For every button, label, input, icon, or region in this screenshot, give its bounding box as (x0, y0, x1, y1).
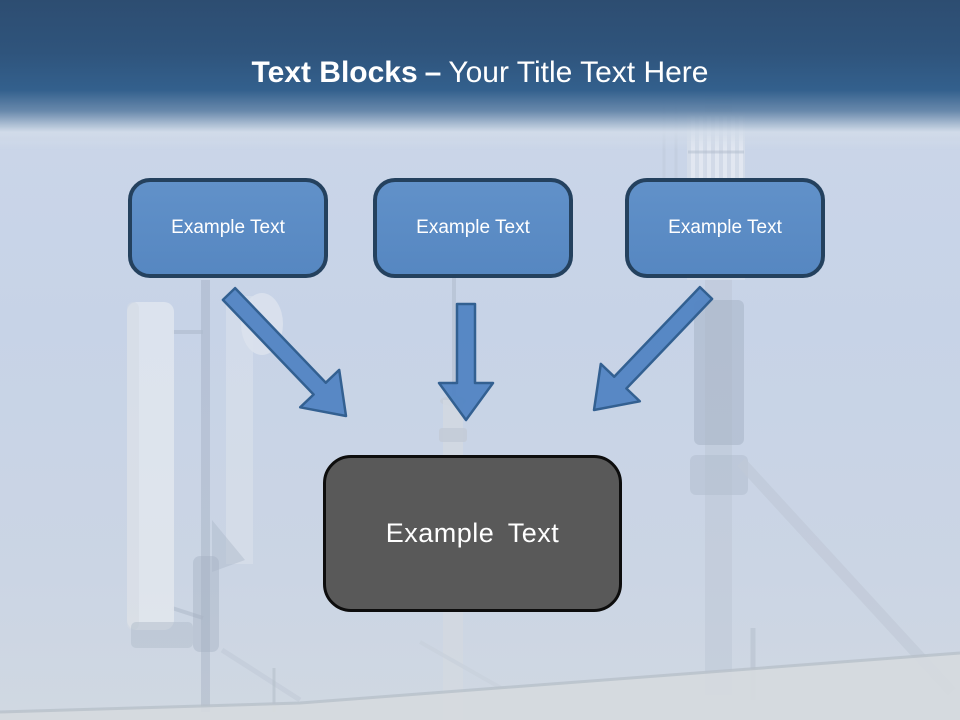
text-block-2: Example Text (373, 178, 573, 278)
text-block-3: Example Text (625, 178, 825, 278)
text-block-1-label: Example Text (171, 217, 285, 238)
summary-block-label: Example Text (385, 518, 560, 548)
text-block-2-label: Example Text (416, 217, 530, 238)
title-band: Text Blocks–Your Title Text Here (0, 0, 960, 150)
title-bold-text: Text Blocks (251, 56, 418, 89)
title-regular-text: Your Title Text Here (448, 56, 709, 89)
text-block-3-label: Example Text (668, 217, 782, 238)
left-antenna-tower (127, 280, 302, 712)
summary-block: Example Text (323, 455, 622, 612)
rooftop (0, 651, 960, 720)
slide-title: Text Blocks–Your Title Text Here (0, 54, 960, 92)
text-block-1: Example Text (128, 178, 328, 278)
title-dash: – (424, 56, 442, 89)
